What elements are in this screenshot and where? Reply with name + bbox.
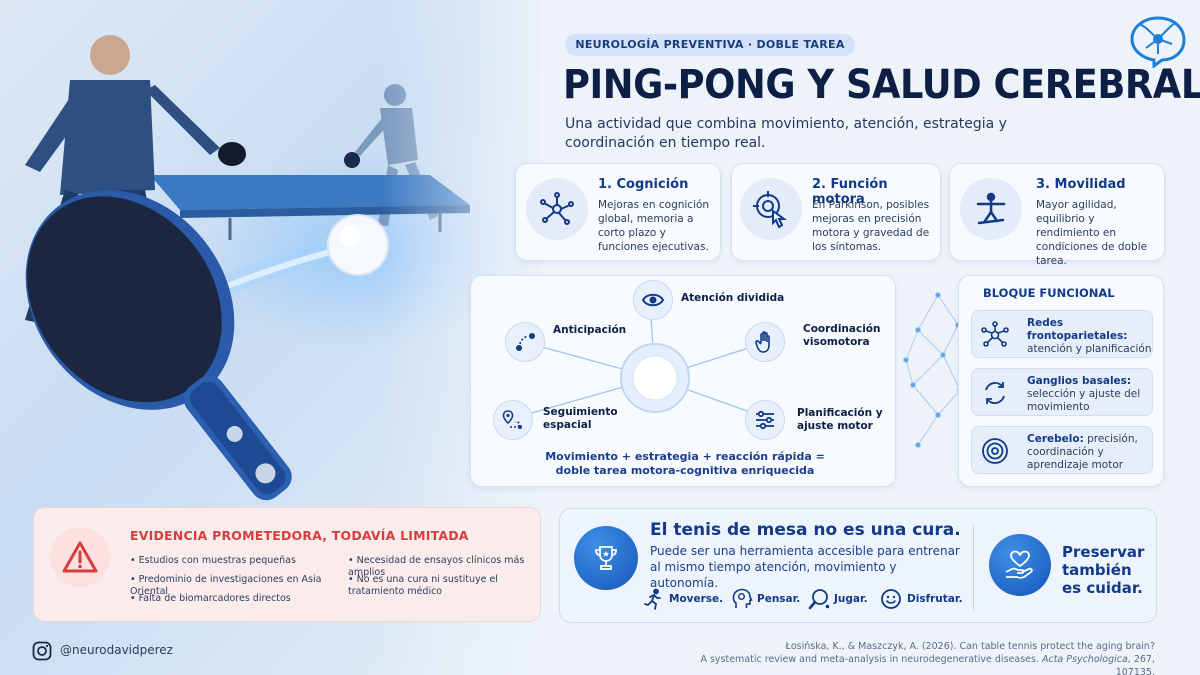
reference-volume: , 267, 107135. [1115,654,1155,675]
page-title: PING-PONG Y SALUD CEREBRAL [563,62,1200,108]
trajectory-icon [505,322,545,362]
category-tag: NEUROLOGÍA PREVENTIVA · DOBLE TAREA [565,34,855,56]
node-label-seguimiento: Seguimiento espacial [543,406,618,431]
node-label-atencion: Atención dividida [681,292,785,304]
evidence-bullet: Predominio de investigaciones en Asia Or… [130,574,345,598]
node-label-anticipacion: Anticipación [553,324,627,336]
action-label: Moverse. [669,593,724,605]
sliders-icon [745,400,785,440]
location-path-icon [493,400,533,440]
heart-hand-icon [989,534,1051,596]
reference-journal: Acta Psychologica [1041,654,1128,665]
conclusion-title: El tenis de mesa no es una cura. [650,520,961,540]
node-label-coordinacion: Coordinación visomotora [803,323,881,348]
trophy-icon [574,526,638,590]
bloque-item-bold: Redes frontoparietales: [1027,317,1128,342]
bloque-item-text: selección y ajuste del movimiento [1027,388,1141,413]
bloque-item-bold: Cerebelo: [1027,433,1084,445]
balance-figure-icon [960,178,1022,240]
bloque-item-cerebelo: Cerebelo: precisión, coordinación y apre… [971,426,1153,474]
cycle-arrows-icon [980,378,1010,408]
instagram-icon[interactable] [32,641,52,661]
reference-line-1: Łosińska, K., & Maszczyk, A. (2026). Can… [785,641,1155,652]
head-thinking-icon [731,588,753,614]
bloque-item-text: atención y planificación [1027,343,1152,355]
bloque-funcional: BLOQUE FUNCIONAL Redes frontoparietales:… [958,275,1164,487]
bloque-item-frontoparietal: Redes frontoparietales: atención y plani… [971,310,1153,358]
card-cognicion: 1. Cognición Mejoras en cognición global… [515,163,721,261]
hand-icon [745,322,785,362]
bloque-title: BLOQUE FUNCIONAL [983,286,1115,300]
evidence-bullet: Falta de biomarcadores directos [130,593,340,605]
smiley-icon [880,588,902,614]
evidence-bullet: Estudios con muestras pequeñas [130,555,340,567]
concentric-target-icon [980,436,1010,466]
closing-message: Preservar también es cuidar. [1062,543,1145,597]
card-title: 2. Función motora [812,177,888,207]
social-handle[interactable]: @neurodavidperez [60,643,173,657]
page-subtitle: Una actividad que combina movimiento, at… [565,116,1007,151]
card-title: 3. Movilidad [1036,177,1126,192]
card-movilidad: 3. Movilidad Mayor agilidad, equilibrio … [949,163,1165,267]
action-label: Pensar. [757,593,801,605]
evidence-title: EVIDENCIA PROMETEDORA, TODAVÍA LIMITADA [130,528,469,543]
conclusion-text: Puede ser una herramienta accesible para… [650,544,960,590]
evidence-bullet: No es una cura ni sustituye el tratamien… [348,574,528,598]
far-paddle-shape [344,152,360,168]
diagram-caption: Movimiento + estrategia + reacción rápid… [545,450,825,477]
card-text: Mejoras en cognición global, memoria a c… [598,199,710,253]
network-nodes-icon [980,320,1010,350]
reference-line-2: A systematic review and meta-analysis in… [700,654,1042,665]
conclusion-panel [559,508,1157,623]
reference: Łosińska, K., & Maszczyk, A. (2026). Can… [700,640,1155,675]
evidence-bullet: Necesidad de ensayos clínicos más amplio… [348,555,538,579]
card-text: Mayor agilidad, equilibrio y rendimiento… [1036,199,1148,267]
skills-diagram: Atención dividida Anticipación Coordinac… [470,275,896,487]
running-icon [643,588,665,614]
divider [973,525,974,610]
action-label: Jugar. [834,593,868,605]
bloque-item-ganglios: Ganglios basales: selección y ajuste del… [971,368,1153,416]
card-text: En Parkinson, posibles mejoras en precis… [812,199,930,253]
network-icon [526,178,588,240]
warning-icon [50,527,110,587]
network-decoration [903,292,963,448]
paddle-icon [808,588,830,614]
card-title: 1. Cognición [598,177,689,192]
bloque-item-text: precisión, coordinación y aprendizaje mo… [1027,433,1138,471]
node-label-planificacion: Planificación y ajuste motor [797,407,883,432]
eye-icon [633,280,673,320]
bloque-item-bold: Ganglios basales: [1027,375,1132,387]
target-hand-icon [740,178,802,240]
card-funcion-motora: 2. Función motora En Parkinson, posibles… [731,163,941,261]
action-label: Disfrutar. [907,593,963,605]
neuron-logo-icon [1128,12,1188,69]
